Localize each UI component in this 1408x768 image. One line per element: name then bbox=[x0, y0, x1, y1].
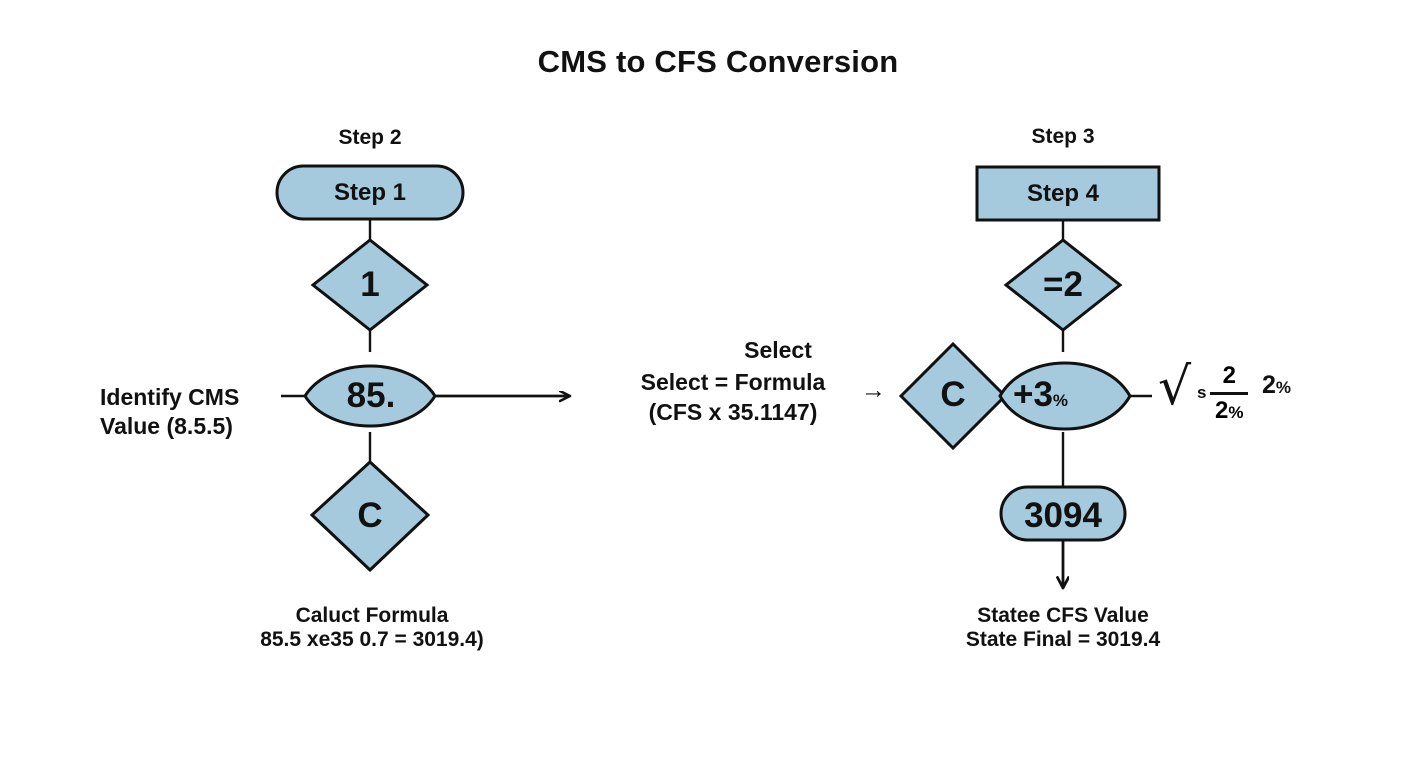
radical-subscript-s: s bbox=[1197, 383, 1207, 402]
right-caption-line1: Statee CFS Value bbox=[977, 604, 1149, 627]
shape-right-diamond-eq2 bbox=[1003, 238, 1123, 332]
left-rounded-box-label[interactable]: Step 1 bbox=[333, 179, 407, 206]
middle-formula-line1: Select = Formula bbox=[640, 369, 826, 395]
left-caption-line2: 85.5 xe35 0.7 = 3019.4) bbox=[260, 627, 484, 651]
identify-cms-line1: Identify CMS bbox=[100, 384, 240, 410]
right-rounded-box-label[interactable]: 3094 bbox=[1024, 496, 1102, 535]
right-rect-label[interactable]: Step 4 bbox=[1026, 180, 1100, 207]
middle-label-top: Select bbox=[744, 337, 812, 363]
right-caption-line2: State Final = 3019.4 bbox=[965, 627, 1161, 651]
fraction: 2 2% bbox=[1210, 362, 1249, 425]
shape-left-diamond-one bbox=[310, 238, 430, 332]
small-right-arrow-icon: → bbox=[861, 376, 886, 404]
right-lens-value: +3 bbox=[1013, 375, 1053, 414]
fraction-numerator: 2 bbox=[1222, 362, 1236, 389]
shape-3094-rounded-box bbox=[999, 485, 1127, 542]
middle-formula: Select = Formula (CFS x 35.1147) bbox=[641, 368, 826, 428]
right-diamond-c-label[interactable]: C bbox=[940, 375, 966, 414]
shape-right-lens bbox=[998, 361, 1132, 431]
left-lens-label[interactable]: 85. bbox=[346, 376, 396, 415]
shape-left-lens bbox=[303, 364, 437, 428]
left-caption: Caluct Formula 85.5 xe35 0.7 = 3019.4) bbox=[260, 604, 484, 652]
shape-step4-rect bbox=[975, 165, 1161, 222]
right-diamond-eq2-label[interactable]: =2 bbox=[1043, 265, 1083, 304]
trailing-number: 2 bbox=[1262, 371, 1276, 399]
shape-left-diamond-c bbox=[309, 459, 431, 573]
right-caption: Statee CFS Value State Final = 3019.4 bbox=[966, 604, 1160, 652]
identify-cms-value-label: Identify CMS Value (8.5.5) bbox=[100, 383, 239, 442]
left-caption-line1: Caluct Formula bbox=[295, 604, 449, 627]
right-step-label: Step 3 bbox=[1031, 125, 1095, 148]
fraction-denominator: 2% bbox=[1215, 397, 1244, 424]
left-diamond-one-label[interactable]: 1 bbox=[360, 265, 380, 304]
middle-formula-line2: (CFS x 35.1147) bbox=[648, 398, 818, 425]
identify-cms-line2: Value (8.5.5) bbox=[100, 413, 233, 440]
shape-step1-rounded-box bbox=[275, 164, 465, 221]
left-diamond-c-label[interactable]: C bbox=[357, 496, 383, 535]
shape-right-diamond-c bbox=[898, 341, 1008, 451]
left-step-label: Step 2 bbox=[338, 126, 402, 149]
page-title: CMS to CFS Conversion bbox=[537, 44, 899, 79]
radical-icon: √ bbox=[1158, 357, 1192, 417]
trailing-value: 2% bbox=[1262, 371, 1291, 400]
trailing-pct: % bbox=[1275, 378, 1292, 397]
right-lens-label[interactable]: +3% bbox=[1013, 375, 1068, 415]
right-lens-pct: % bbox=[1052, 391, 1069, 410]
fraction-bar bbox=[1210, 392, 1249, 395]
